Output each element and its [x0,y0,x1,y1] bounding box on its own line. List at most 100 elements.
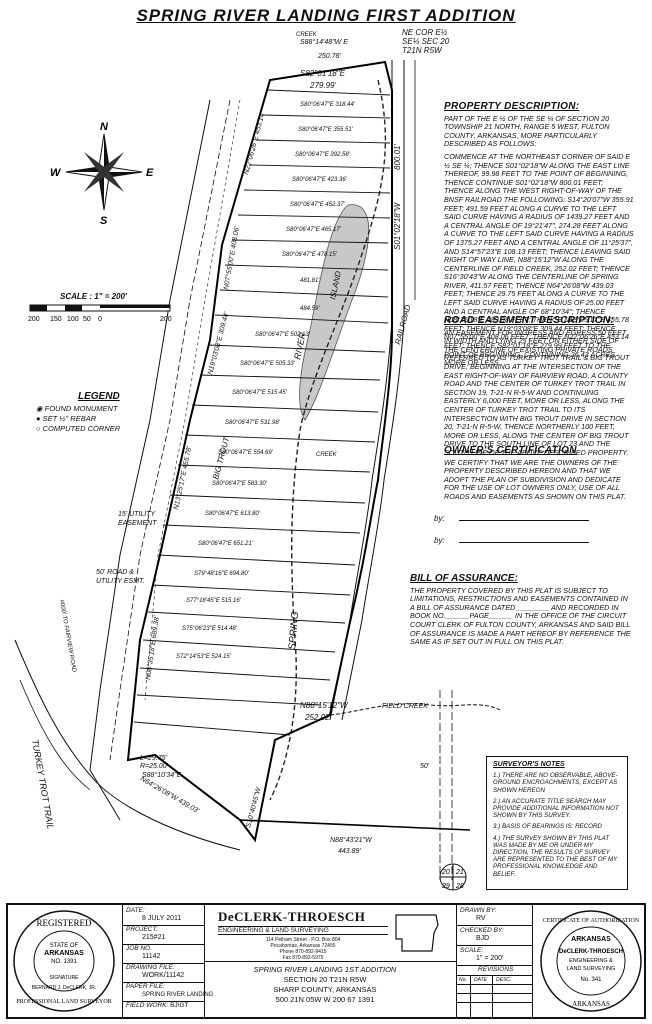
svg-text:STATE OF: STATE OF [50,943,79,949]
svg-text:S80°06'47"E 531.98': S80°06'47"E 531.98' [225,420,281,426]
svg-text:50' ROAD &: 50' ROAD & [96,569,134,576]
svg-text:S72°14'53"E 524.15': S72°14'53"E 524.15' [176,654,232,660]
owners-certification: OWNER'S CERTIFICATION WE CERTIFY THAT WE… [444,445,626,501]
legend-item: ○ COMPUTED CORNER [36,424,121,433]
svg-text:279.99': 279.99' [309,81,336,90]
svg-text:W: W [50,167,62,179]
svg-text:S77°18'45"E 515.16': S77°18'45"E 515.16' [186,598,242,604]
surveyor-notes: SURVEYOR'S NOTES 1.) THERE ARE NO OBSERV… [486,756,628,890]
svg-text:S80°06'47"E 515.45': S80°06'47"E 515.45' [232,390,288,396]
svg-text:N: N [100,121,109,133]
property-boundary [126,60,393,843]
authorization-seal: CERTIFICATE OF AUTHORIZATION ARKANSAS De… [540,910,642,1012]
svg-text:CERTIFICATE OF AUTHORIZATION: CERTIFICATE OF AUTHORIZATION [543,918,640,924]
property-description: PROPERTY DESCRIPTION: PART OF THE E ½ OF… [444,101,634,368]
svg-text:50': 50' [420,763,430,770]
svg-text:S80°06'47"E 355.51': S80°06'47"E 355.51' [298,127,354,133]
railroad-line [329,60,393,721]
title-block: REGISTERED STATE OF ARKANSAS NO. 1391 SI… [6,903,646,1019]
svg-text:200: 200 [160,316,172,323]
svg-text:250.78': 250.78' [317,53,341,60]
svg-text:ARKANSAS: ARKANSAS [571,936,611,943]
checked-by-field: CHECKED BY:BJD [460,927,504,942]
svg-text:No. 341: No. 341 [580,977,602,983]
svg-text:50: 50 [83,316,91,323]
island-area [299,204,370,421]
revisions-label: REVISIONS [478,966,514,973]
svg-text:SIGNATURE: SIGNATURE [50,975,79,981]
svg-text:0: 0 [98,316,102,323]
svg-text:#000' TO FAIRVIEW ROAD: #000' TO FAIRVIEW ROAD [58,599,77,673]
svg-text:L=29.75': L=29.75' [140,755,167,762]
svg-text:TURKEY TROT TRAIL: TURKEY TROT TRAIL [30,739,56,831]
svg-text:RAILROAD: RAILROAD [393,303,412,345]
plat-info: SPRING RIVER LANDING 1ST ADDITION SECTIO… [253,965,397,1004]
drawing-field: DRAWING FILE:WORK/11142 [126,964,185,979]
svg-text:S80°06'47"E 583.30': S80°06'47"E 583.30' [212,481,268,487]
svg-text:BIG TROUT: BIG TROUT [211,435,231,480]
svg-text:N22°06'26"E 453.14': N22°06'26"E 453.14' [242,111,267,176]
svg-text:252.02': 252.02' [304,713,331,722]
svg-text:S88°10'34"E: S88°10'34"E [142,771,182,779]
scale-field: SCALE:1" = 200' [460,947,504,962]
svg-text:481.81': 481.81' [300,278,320,284]
svg-text:ARKANSAS: ARKANSAS [44,950,84,957]
job-field: JOB NO.11142 [126,945,161,960]
svg-text:484.59': 484.59' [300,306,320,312]
legend-item: ● SET ½" REBAR [36,414,97,423]
plat-drawing: 20 21 29 28 N S E W 200 150 100 50 0 200… [14,32,501,891]
field-work-field: FIELD WORK: BJ\GT [126,1002,189,1009]
svg-text:N08°35'18"E 689.38': N08°35'18"E 689.38' [144,615,161,681]
svg-text:CREEK: CREEK [296,32,318,38]
svg-text:100: 100 [67,316,79,323]
svg-text:15' UTILITY: 15' UTILITY [118,511,156,518]
svg-text:S10°40'45"W: S10°40'45"W [244,785,263,828]
svg-text:200: 200 [28,316,40,323]
found-monument-icon: ◉ [36,404,43,413]
svg-text:ENGINEERING &: ENGINEERING & [569,958,613,964]
svg-text:R=25.00': R=25.00' [140,763,169,770]
svg-text:S82°01'18"E: S82°01'18"E [300,69,346,78]
paper-field: PAPER FILE:SPRING RIVER LANDING [126,983,214,998]
legend-item: ◉ FOUND MONUMENT [36,404,118,413]
svg-text:29: 29 [441,883,450,890]
rebar-icon: ● [36,414,41,423]
svg-text:S88°14'48"W E: S88°14'48"W E [300,38,348,46]
svg-text:NO. 1391: NO. 1391 [51,959,77,965]
svg-text:REGISTERED: REGISTERED [37,918,92,928]
north-arrow-icon: N S E W [50,121,154,227]
svg-text:21: 21 [455,869,464,876]
legend: LEGEND ◉ FOUND MONUMENT ● SET ½" REBAR ○… [36,391,121,434]
svg-text:ARKANSAS: ARKANSAS [572,1000,610,1008]
svg-text:S80°06'47"E 502.13': S80°06'47"E 502.13' [255,332,311,338]
signature-line-2: by: [434,536,589,545]
svg-text:S75°06'23"E 514.48': S75°06'23"E 514.48' [182,626,238,632]
svg-text:150: 150 [50,316,62,323]
surveyor-seal: REGISTERED STATE OF ARKANSAS NO. 1391 SI… [13,910,115,1012]
arkansas-map-icon [395,914,439,952]
scale-bar: 200 150 100 50 0 200 [28,304,172,323]
svg-text:CREEK: CREEK [316,452,338,458]
svg-text:DeCLERK-THROESCH: DeCLERK-THROESCH [559,949,623,955]
svg-text:E: E [146,167,154,179]
svg-text:S79°48'16"E 694.80': S79°48'16"E 694.80' [194,571,250,577]
svg-text:S01°02'18"W: S01°02'18"W [393,201,402,250]
computed-corner-icon: ○ [36,424,41,433]
firm-block: DeCLERK-THROESCH ENGINEERING & LAND SURV… [218,909,388,961]
road-easement: ROAD EASEMENT DESCRIPTION: AN EASEMENT F… [444,315,630,457]
drawn-by-field: DRAWN BY:RV [460,907,497,922]
svg-text:FIELD CREEK: FIELD CREEK [382,703,428,710]
svg-text:S80°06'47"E 505.33': S80°06'47"E 505.33' [240,361,296,367]
svg-text:S80°06'47"E 554.69': S80°06'47"E 554.69' [218,450,274,456]
signature-line-1: by: [434,514,589,523]
svg-text:N64°26'08"W 439.03': N64°26'08"W 439.03' [139,775,201,815]
svg-text:S80°06'47"E 452.37': S80°06'47"E 452.37' [290,202,346,208]
river-line [269,79,387,801]
svg-text:S80°06'47"E 423.36': S80°06'47"E 423.36' [292,177,348,183]
svg-text:N88°43'21"W: N88°43'21"W [330,836,373,844]
date-field: DATE:8 JULY 2011 [126,907,182,922]
svg-text:BERNARD J. DeCLERK, JR.: BERNARD J. DeCLERK, JR. [32,985,96,991]
svg-text:S80°06'47"E 478.15': S80°06'47"E 478.15' [282,252,338,258]
svg-text:20: 20 [441,869,450,876]
